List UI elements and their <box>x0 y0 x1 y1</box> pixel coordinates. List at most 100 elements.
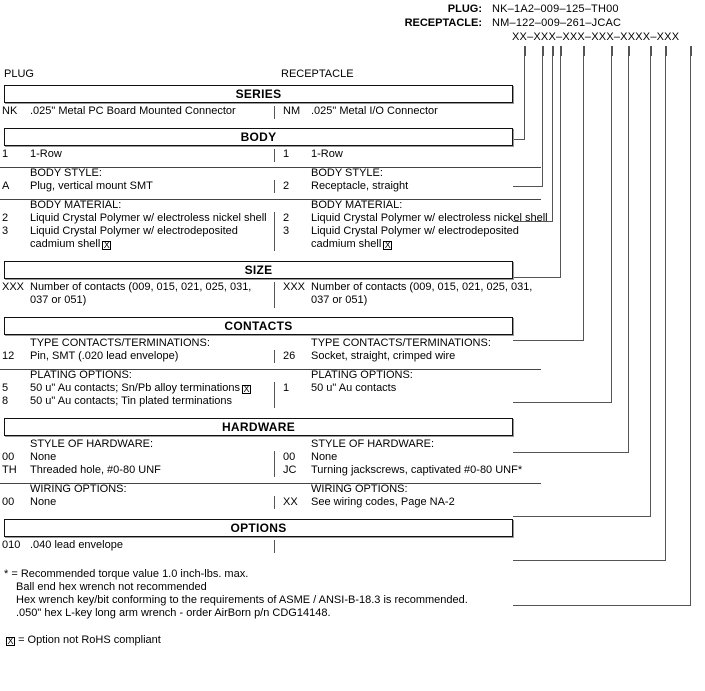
column-divider-tick <box>274 180 275 193</box>
option-row: 12 Pin, SMT (.020 lead envelope) <box>0 350 272 363</box>
option-row: 010.040 lead envelope <box>0 539 272 552</box>
bracket-vline-6 <box>628 56 629 452</box>
option-description: Liquid Crystal Polymer w/ electrodeposit… <box>311 225 519 237</box>
column-divider-tick <box>274 282 275 308</box>
option-code: XXX <box>283 281 306 293</box>
column-divider-tick <box>274 451 275 477</box>
bracket-vline-7 <box>650 56 651 516</box>
option-description: Turning jackscrews, captivated #0-80 UNF… <box>311 464 523 476</box>
option-heading: STYLE OF HARDWARE: <box>30 438 154 450</box>
option-description-continued: 037 or 051) <box>311 294 368 306</box>
receptacle-code: NM–122–009–261–JCAC <box>492 17 622 29</box>
mask-tick <box>628 46 630 56</box>
mask-tick <box>542 46 544 56</box>
option-heading: BODY MATERIAL: <box>311 199 403 211</box>
bracket-hline-2 <box>513 221 553 222</box>
option-code: TH <box>2 464 17 476</box>
option-description: Liquid Crystal Polymer w/ electrodeposit… <box>30 225 238 237</box>
option-heading: WIRING OPTIONS: <box>30 483 127 495</box>
option-code: A <box>2 180 10 192</box>
option-code: 2 <box>2 212 9 224</box>
option-row: JC Turning jackscrews, captivated #0-80 U… <box>281 464 560 477</box>
column-divider-tick <box>274 212 275 251</box>
option-code: 00 <box>2 496 15 508</box>
mask-tick <box>650 46 652 56</box>
option-code: NK <box>2 105 18 117</box>
plug-code: NK–1A2–009–125–TH00 <box>492 3 619 15</box>
option-description: 50 u" Au contacts; Sn/Pb alloy terminati… <box>30 382 251 394</box>
option-description: None <box>30 496 57 508</box>
option-description: .025" Metal I/O Connector <box>311 105 438 117</box>
option-code: XX <box>283 496 298 508</box>
option-code: 1 <box>283 148 290 160</box>
bracket-hline-9 <box>513 605 691 606</box>
receptacle-label: RECEPTACLE: <box>404 17 482 29</box>
option-description: 50 u" Au contacts <box>311 382 397 394</box>
column-divider-tick <box>274 496 275 509</box>
option-group: 010.040 lead envelope <box>0 539 560 556</box>
column-divider-tick <box>274 540 275 553</box>
group-divider <box>0 369 541 370</box>
option-heading: TYPE CONTACTS/TERMINATIONS: <box>311 337 491 349</box>
option-code: 1 <box>2 148 9 160</box>
option-description: None <box>30 451 57 463</box>
footnote-line: .050" hex L-key long arm wrench - order … <box>16 607 331 619</box>
bracket-vline-0 <box>524 56 525 139</box>
bracket-vline-1 <box>542 56 543 186</box>
option-heading: PLATING OPTIONS: <box>30 369 132 381</box>
rohs-note: X = Option not RoHS compliant <box>4 634 161 646</box>
mask-tick <box>524 46 526 56</box>
rohs-symbol-icon: X <box>241 384 251 394</box>
bracket-hline-0 <box>513 139 525 140</box>
footnote-line: * = Recommended torque value 1.0 inch-lb… <box>4 568 249 580</box>
option-description: Pin, SMT (.020 lead envelope) <box>30 350 179 362</box>
section-title-text: CONTACTS <box>224 319 293 333</box>
footnote-line: Ball end hex wrench not recommended <box>16 581 207 593</box>
option-code: 2 <box>283 212 290 224</box>
bracket-hline-1 <box>513 186 543 187</box>
option-code: JC <box>283 464 297 476</box>
option-code: 12 <box>2 350 15 362</box>
option-code: NM <box>283 105 301 117</box>
rohs-symbol-icon: X <box>102 240 112 250</box>
option-description-continued: 037 or 051) <box>30 294 87 306</box>
section-title-contacts: CONTACTS <box>4 317 513 335</box>
option-description: Liquid Crystal Polymer w/ electroless ni… <box>311 212 548 224</box>
option-description: .040 lead envelope <box>30 539 123 551</box>
option-description: Socket, straight, crimped wire <box>311 350 456 362</box>
part-number-header: PLUG: NK–1A2–009–125–TH00 RECEPTACLE: NM… <box>0 2 705 64</box>
mask-tick <box>665 46 667 56</box>
bracket-hline-8 <box>513 560 666 561</box>
bracket-hline-4 <box>513 340 584 341</box>
plug-label: PLUG: <box>447 3 482 15</box>
option-code: 2 <box>283 180 290 192</box>
bracket-hline-5 <box>513 402 612 403</box>
option-description: Plug, vertical mount SMT <box>30 180 153 192</box>
option-group: TYPE CONTACTS/TERMINATIONS: 12 Pin, SMT (.… <box>0 337 560 367</box>
bracket-hline-6 <box>513 452 629 453</box>
option-row: 2 Receptacle, straight <box>281 180 560 193</box>
option-description: Receptacle, straight <box>311 180 409 192</box>
bracket-vline-5 <box>611 56 612 402</box>
bracket-vline-3 <box>560 56 561 277</box>
option-description: None <box>311 451 338 463</box>
footnote-line: Hex wrench key/bit conforming to the req… <box>16 594 468 606</box>
section-title-hardware: HARDWARE <box>4 418 513 436</box>
